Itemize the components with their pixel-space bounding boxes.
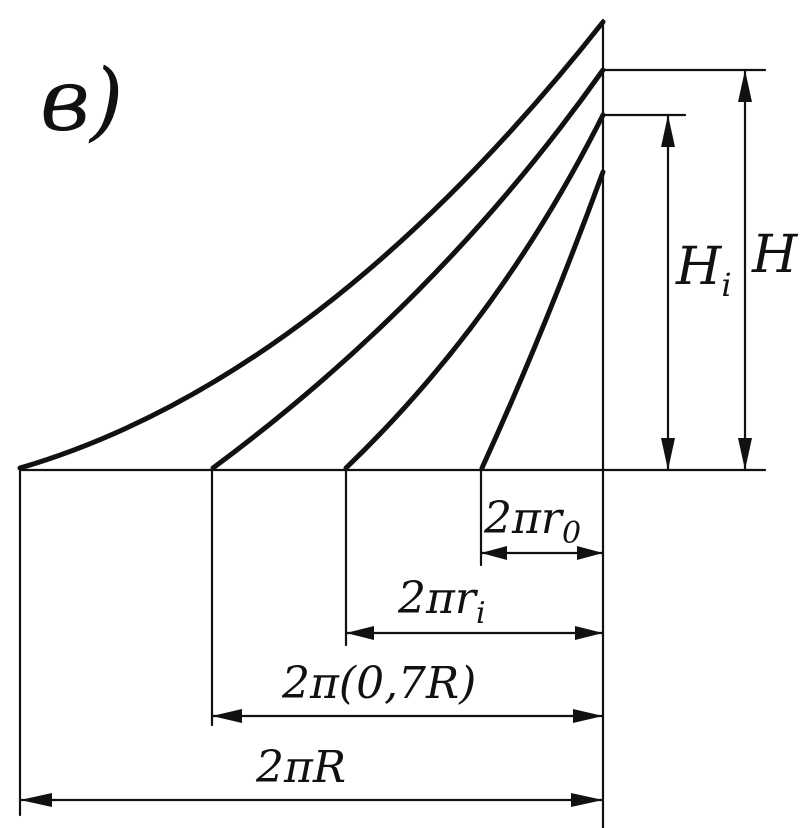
label-Hi: Hi: [675, 237, 732, 304]
arrow-right: [573, 709, 603, 723]
dim-Hi: [661, 113, 675, 472]
label-2pi-R: 2πR: [255, 742, 346, 793]
arrow-down: [661, 438, 675, 470]
dim-2pi-0-7R: [210, 709, 605, 723]
curve-2pi-ri: [343, 112, 606, 471]
curve-2pi-r0: [479, 169, 606, 471]
curve-2pi-0-7R: [210, 67, 606, 471]
arrow-down: [738, 438, 752, 470]
label-H: H: [751, 225, 799, 285]
arrow-right: [575, 626, 603, 640]
arrow-left: [212, 709, 242, 723]
arrow-up: [738, 70, 752, 102]
arrow-left: [346, 626, 374, 640]
label-2pi-r0: 2πr0: [483, 493, 581, 551]
dim-H: [738, 68, 752, 472]
arrow-left: [481, 546, 507, 560]
dim-2pi-R: [18, 793, 605, 807]
panel-label: в): [40, 51, 124, 151]
label-2pi-ri: 2πri: [397, 573, 486, 631]
dim-2pi-ri: [344, 626, 605, 640]
label-2pi-0-7R: 2π(0,7R): [281, 658, 476, 709]
arrow-right: [577, 546, 603, 560]
arrow-left: [20, 793, 52, 807]
arrow-up: [661, 115, 675, 147]
arrow-right: [571, 793, 603, 807]
curve-2pi-R: [17, 19, 606, 471]
dim-2pi-r0: [479, 546, 605, 560]
